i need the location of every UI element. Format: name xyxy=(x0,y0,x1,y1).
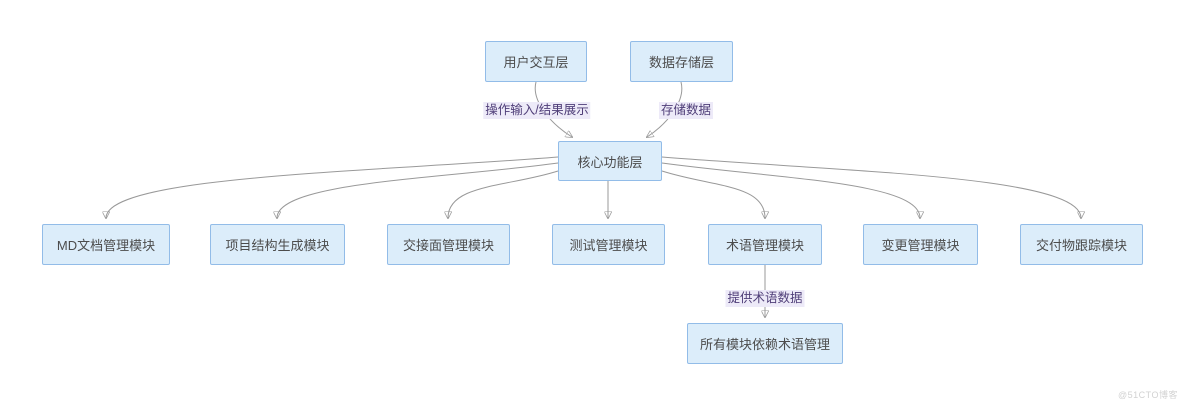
node-interface-module: 交接面管理模块 xyxy=(387,224,510,265)
node-user-layer: 用户交互层 xyxy=(485,41,587,82)
edge-core-to-interface xyxy=(448,170,559,218)
edge-core-to-project xyxy=(277,162,559,218)
edge-core-to-term xyxy=(661,170,765,218)
node-dependency-note: 所有模块依赖术语管理 xyxy=(687,323,843,364)
watermark: @51CTO博客 xyxy=(1118,390,1178,400)
node-md-module: MD文档管理模块 xyxy=(42,224,170,265)
edge-core-to-delivery xyxy=(661,156,1081,218)
edge-core-to-change xyxy=(661,162,920,218)
node-project-module: 项目结构生成模块 xyxy=(210,224,345,265)
node-term-module: 术语管理模块 xyxy=(708,224,822,265)
node-data-layer: 数据存储层 xyxy=(630,41,733,82)
node-delivery-module: 交付物跟踪模块 xyxy=(1020,224,1143,265)
node-test-module: 测试管理模块 xyxy=(552,224,665,265)
node-change-module: 变更管理模块 xyxy=(863,224,978,265)
node-core-layer: 核心功能层 xyxy=(558,141,662,181)
edge-label-op-input: 操作输入/结果展示 xyxy=(483,102,591,119)
edge-core-to-md xyxy=(106,156,559,218)
edge-label-provide-terms: 提供术语数据 xyxy=(725,290,805,307)
edge-label-store-data: 存储数据 xyxy=(658,102,714,119)
